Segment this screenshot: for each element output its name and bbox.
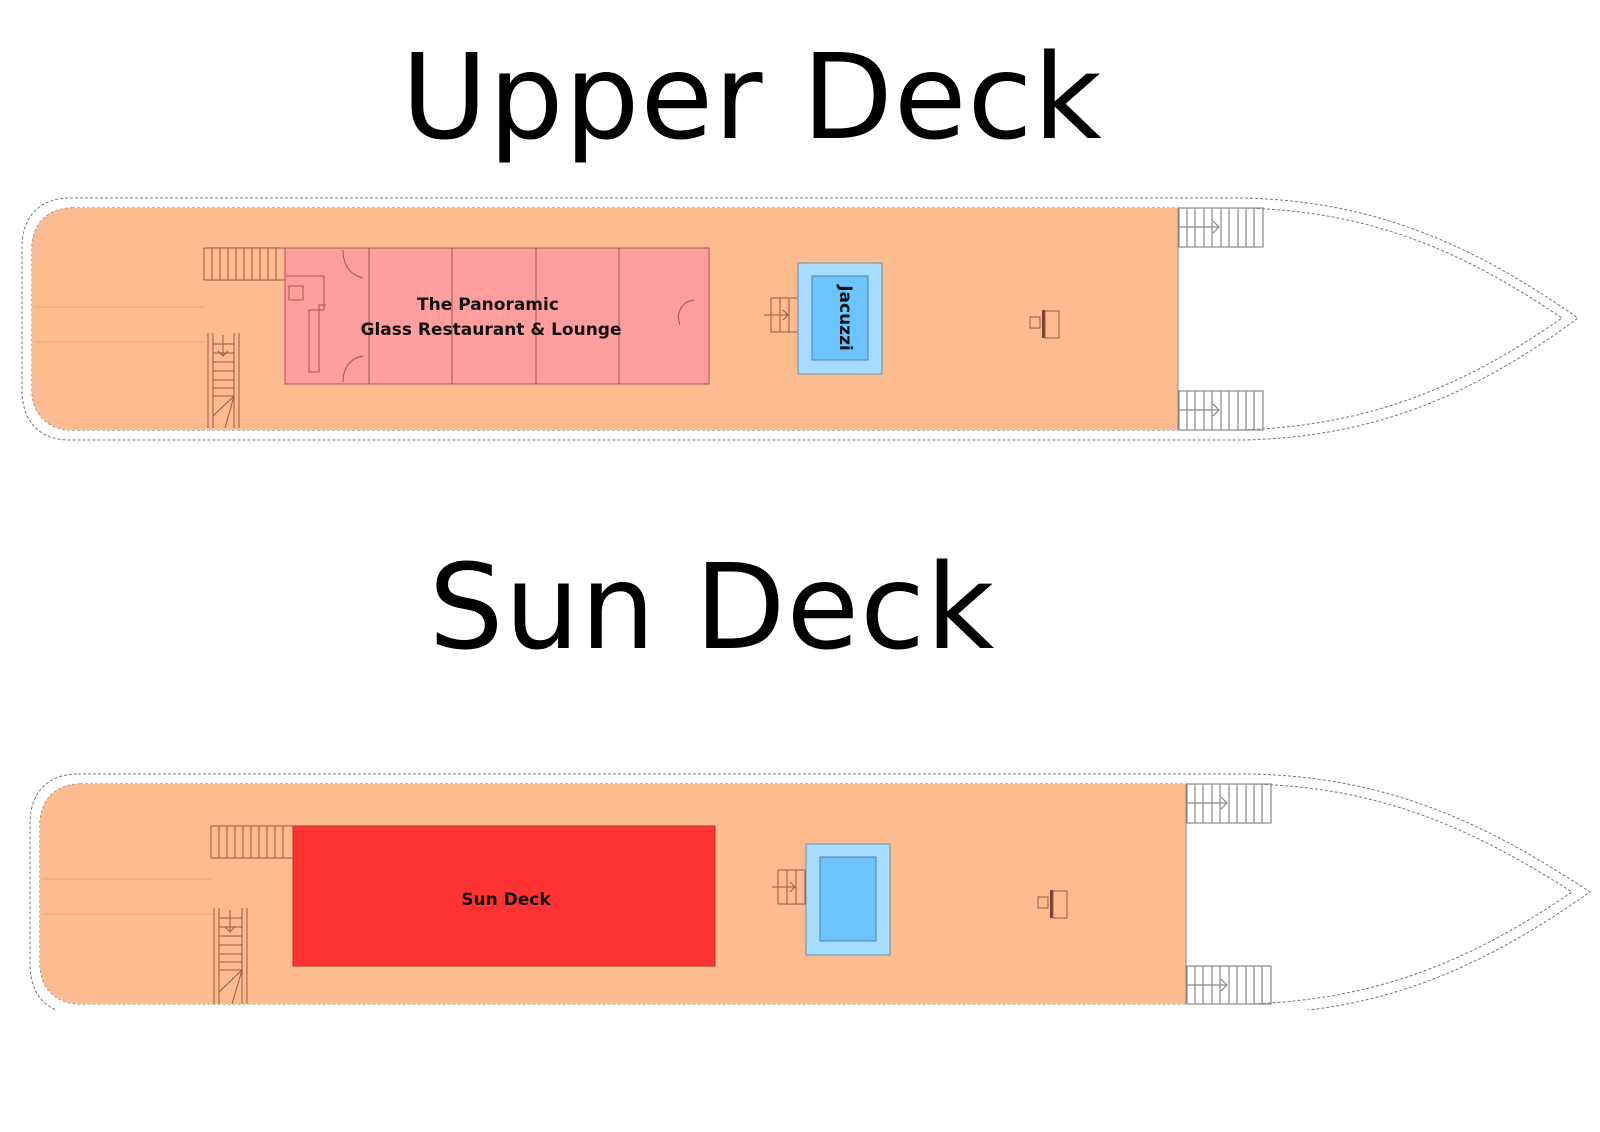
panoramic-restaurant-area: The Panoramic Glass Restaurant & Lounge xyxy=(284,247,710,385)
sun-deck-plan: Sun Deck xyxy=(29,773,1591,1010)
upper-deck-title: Upper Deck xyxy=(401,28,1103,166)
bow-staircase-top-icon xyxy=(1178,207,1264,248)
jacuzzi-label: Jacuzzi xyxy=(835,284,855,351)
staircase-down-icon xyxy=(213,908,248,1005)
svg-text:The Panoramic: The Panoramic xyxy=(417,295,559,315)
bow-staircase-bottom-icon xyxy=(1178,390,1264,431)
hull-outer-outline xyxy=(21,197,1579,441)
jacuzzi-area: Jacuzzi xyxy=(797,262,883,375)
pool-steps-icon xyxy=(772,869,806,905)
sun-deck-title: Sun Deck xyxy=(428,538,996,676)
bow-staircase-bottom-icon xyxy=(1186,965,1272,1005)
svg-text:Glass Restaurant & Lounge: Glass Restaurant & Lounge xyxy=(360,320,621,340)
upper-deck-plan: The Panoramic Glass Restaurant & Lounge … xyxy=(21,197,1579,441)
hull-outer-outline xyxy=(29,773,1591,1010)
staircase-down-icon xyxy=(207,333,240,429)
helm-fixture-icon xyxy=(1029,310,1060,339)
sun-deck-area: Sun Deck xyxy=(292,825,716,967)
bow-staircase-top-icon xyxy=(1186,783,1272,824)
sun-deck-label: Sun Deck xyxy=(461,890,551,910)
hull-inner-outline xyxy=(31,207,1563,431)
restaurant-label: The Panoramic Glass Restaurant & Lounge xyxy=(360,295,621,340)
helm-fixture-icon xyxy=(1037,890,1068,919)
jacuzzi-area xyxy=(805,843,891,956)
